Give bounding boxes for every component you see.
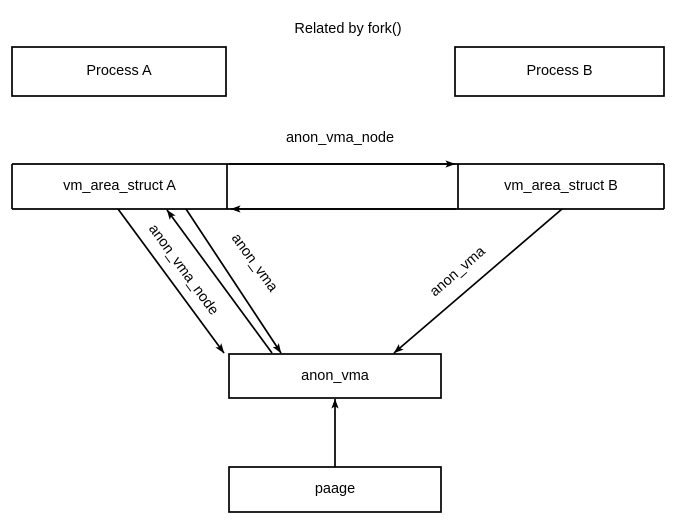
anon-vma-box [228, 353, 442, 399]
vm-area-struct-a-label: vm_area_struct A [63, 178, 176, 195]
process-b-label: Process B [526, 63, 593, 80]
vm-area-struct-b-label: vm_area_struct B [504, 178, 618, 195]
process-a-box [11, 46, 227, 97]
anon-vma-label: anon_vma [301, 367, 369, 384]
related-by-fork-label: Related by fork() [294, 20, 402, 37]
connector-vma-b-to-anon-vma [393, 208, 563, 354]
anon-vma-node-top-label: anon_vma_node [285, 129, 395, 146]
process-b-box [454, 46, 665, 97]
connector-anon-vma-to-vma-a [166, 209, 273, 354]
paage-label: paage [314, 481, 356, 498]
connector-vma-a-to-anon-vma-node [117, 208, 225, 354]
connector-vma-a-to-anon-vma [185, 208, 282, 354]
process-a-label: Process A [86, 63, 152, 80]
